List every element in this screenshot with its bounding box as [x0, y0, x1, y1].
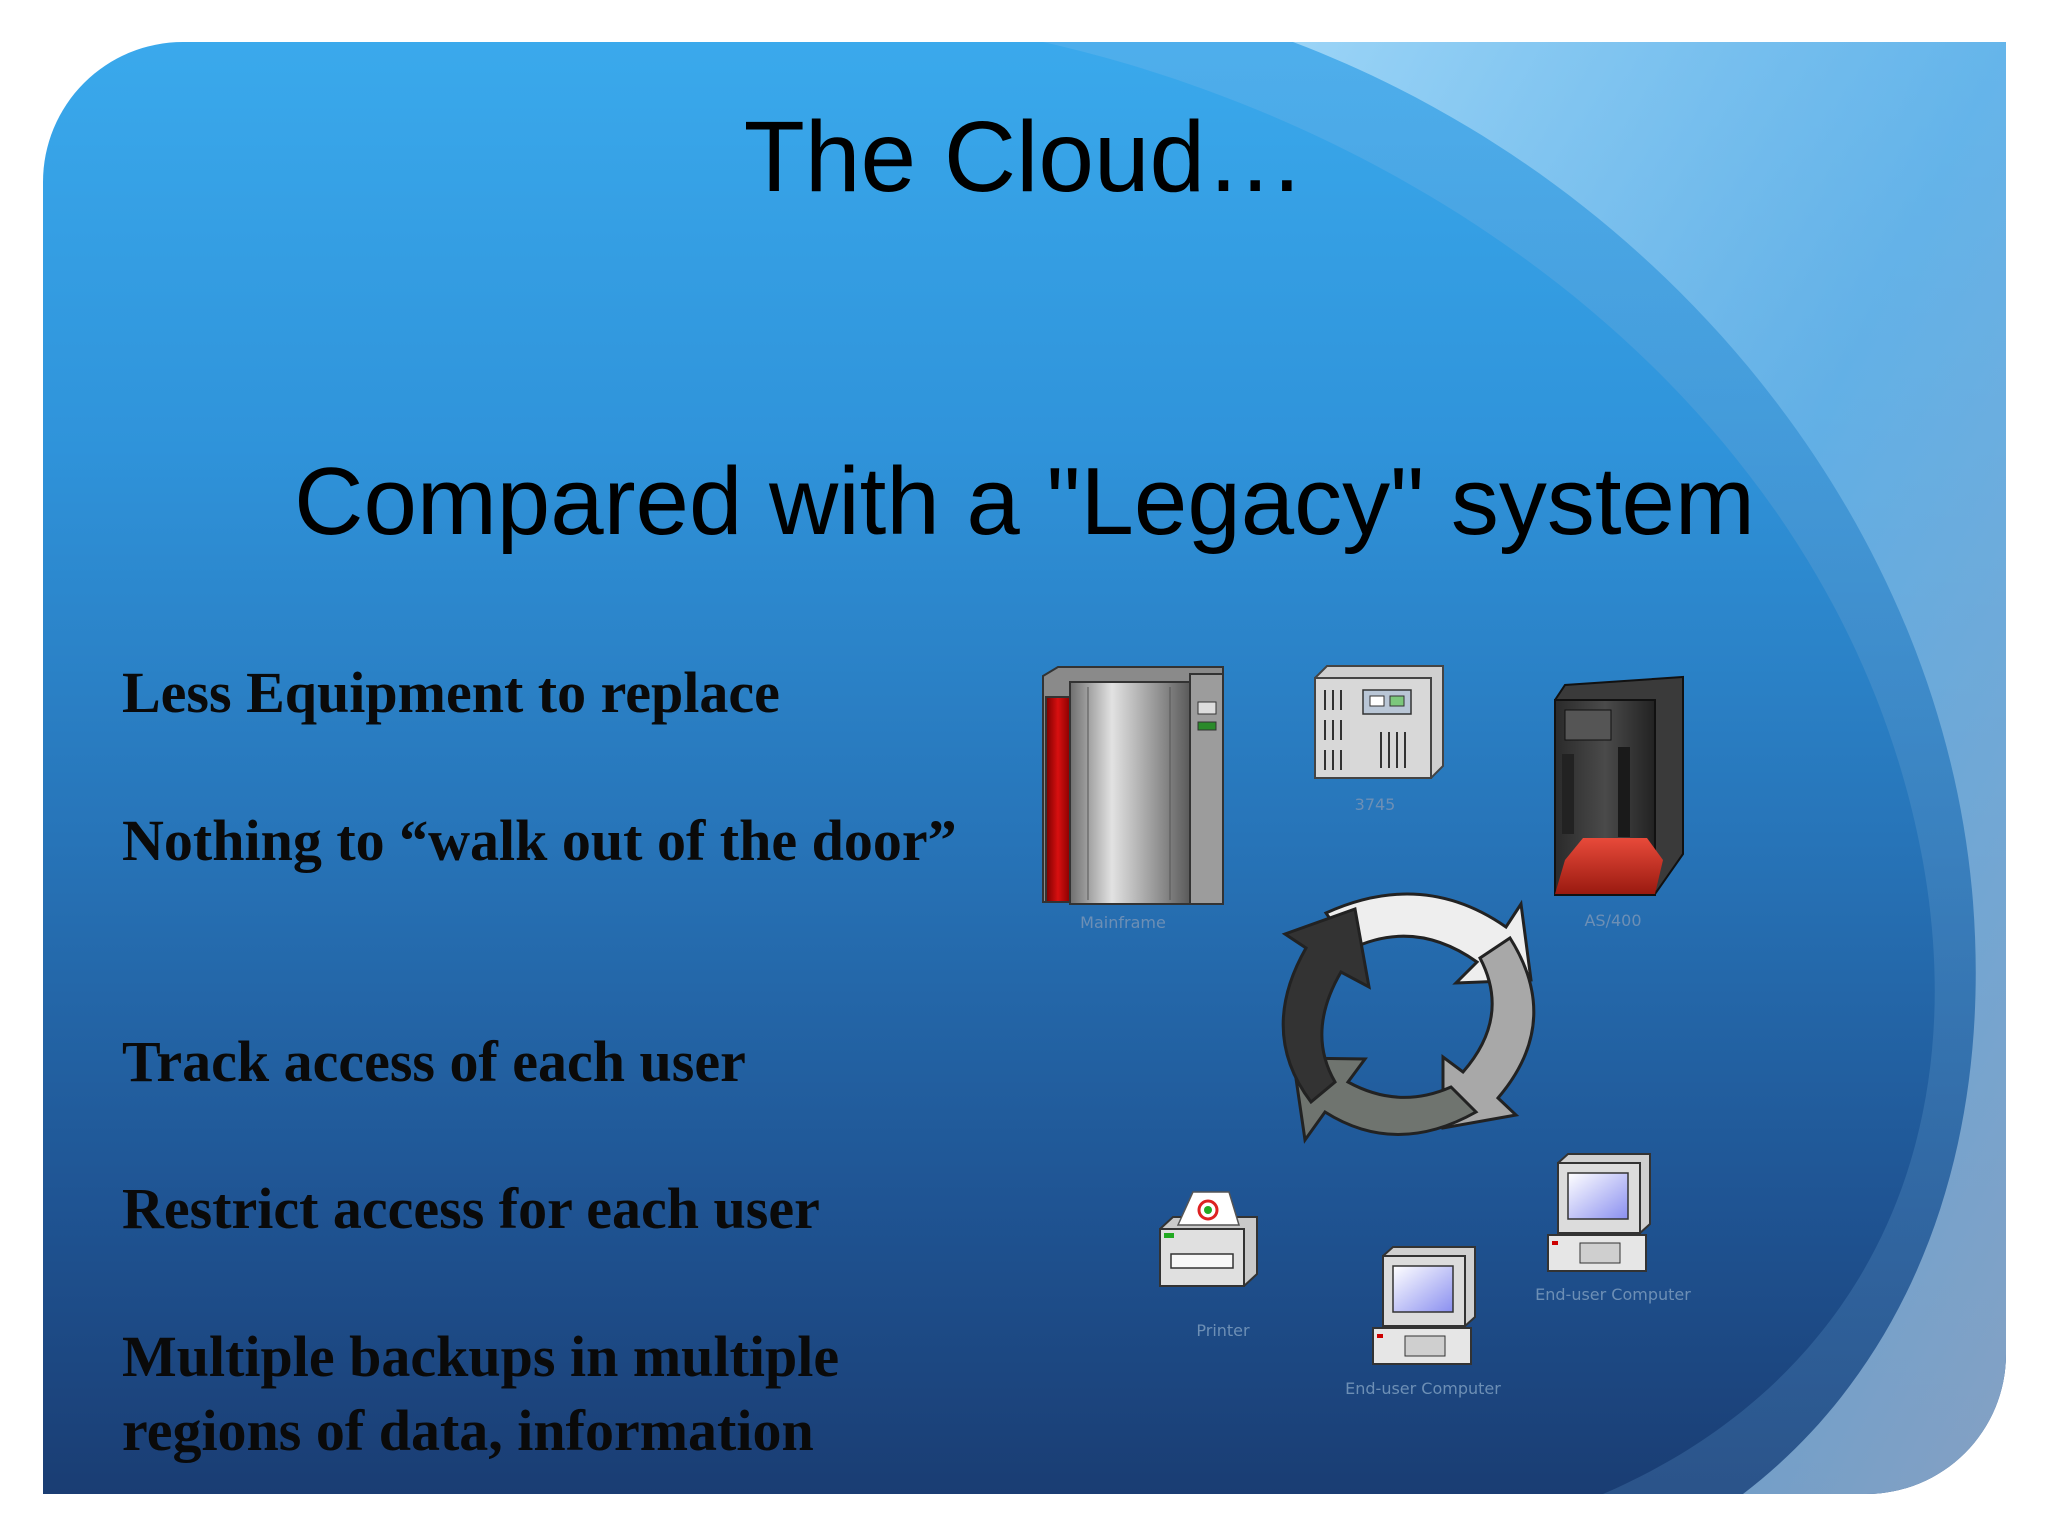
server-tower-icon: AS/400: [1554, 675, 1684, 930]
bullet-item: Multiple backups in multiple regions of …: [122, 1324, 840, 1463]
desktop-computer-icon: End-user Computer: [1345, 1246, 1501, 1398]
unit-3745-label: 3745: [1355, 795, 1396, 814]
printer-icon: Printer: [1159, 1191, 1258, 1340]
slide: The Cloud… Compared with a "Legacy" syst…: [43, 42, 2006, 1494]
communication-controller-icon: 3745: [1314, 665, 1444, 814]
bullet-item: Restrict access for each user: [122, 1176, 820, 1241]
desktop-computer-icon: End-user Computer: [1535, 1153, 1691, 1304]
bullet-item: Nothing to “walk out of the door”: [122, 808, 957, 873]
cycle-arrows-icon: [1281, 892, 1536, 1144]
mainframe-icon: Mainframe: [1042, 666, 1224, 932]
slide-subtitle: Compared with a "Legacy" system: [294, 448, 1755, 555]
end-user-computer-label-1: End-user Computer: [1345, 1379, 1501, 1398]
end-user-computer-label-2: End-user Computer: [1535, 1285, 1691, 1304]
bullet-item: Track access of each user: [122, 1029, 746, 1094]
as400-label: AS/400: [1584, 911, 1641, 930]
slide-title: The Cloud…: [743, 101, 1306, 213]
mainframe-label: Mainframe: [1080, 913, 1166, 932]
legacy-system-diagram: Mainframe 3745 AS/400: [1042, 665, 1691, 1398]
printer-label: Printer: [1196, 1321, 1250, 1340]
bullet-item: Less Equipment to replace: [122, 660, 780, 725]
background-swoosh: [1043, 42, 2006, 1494]
